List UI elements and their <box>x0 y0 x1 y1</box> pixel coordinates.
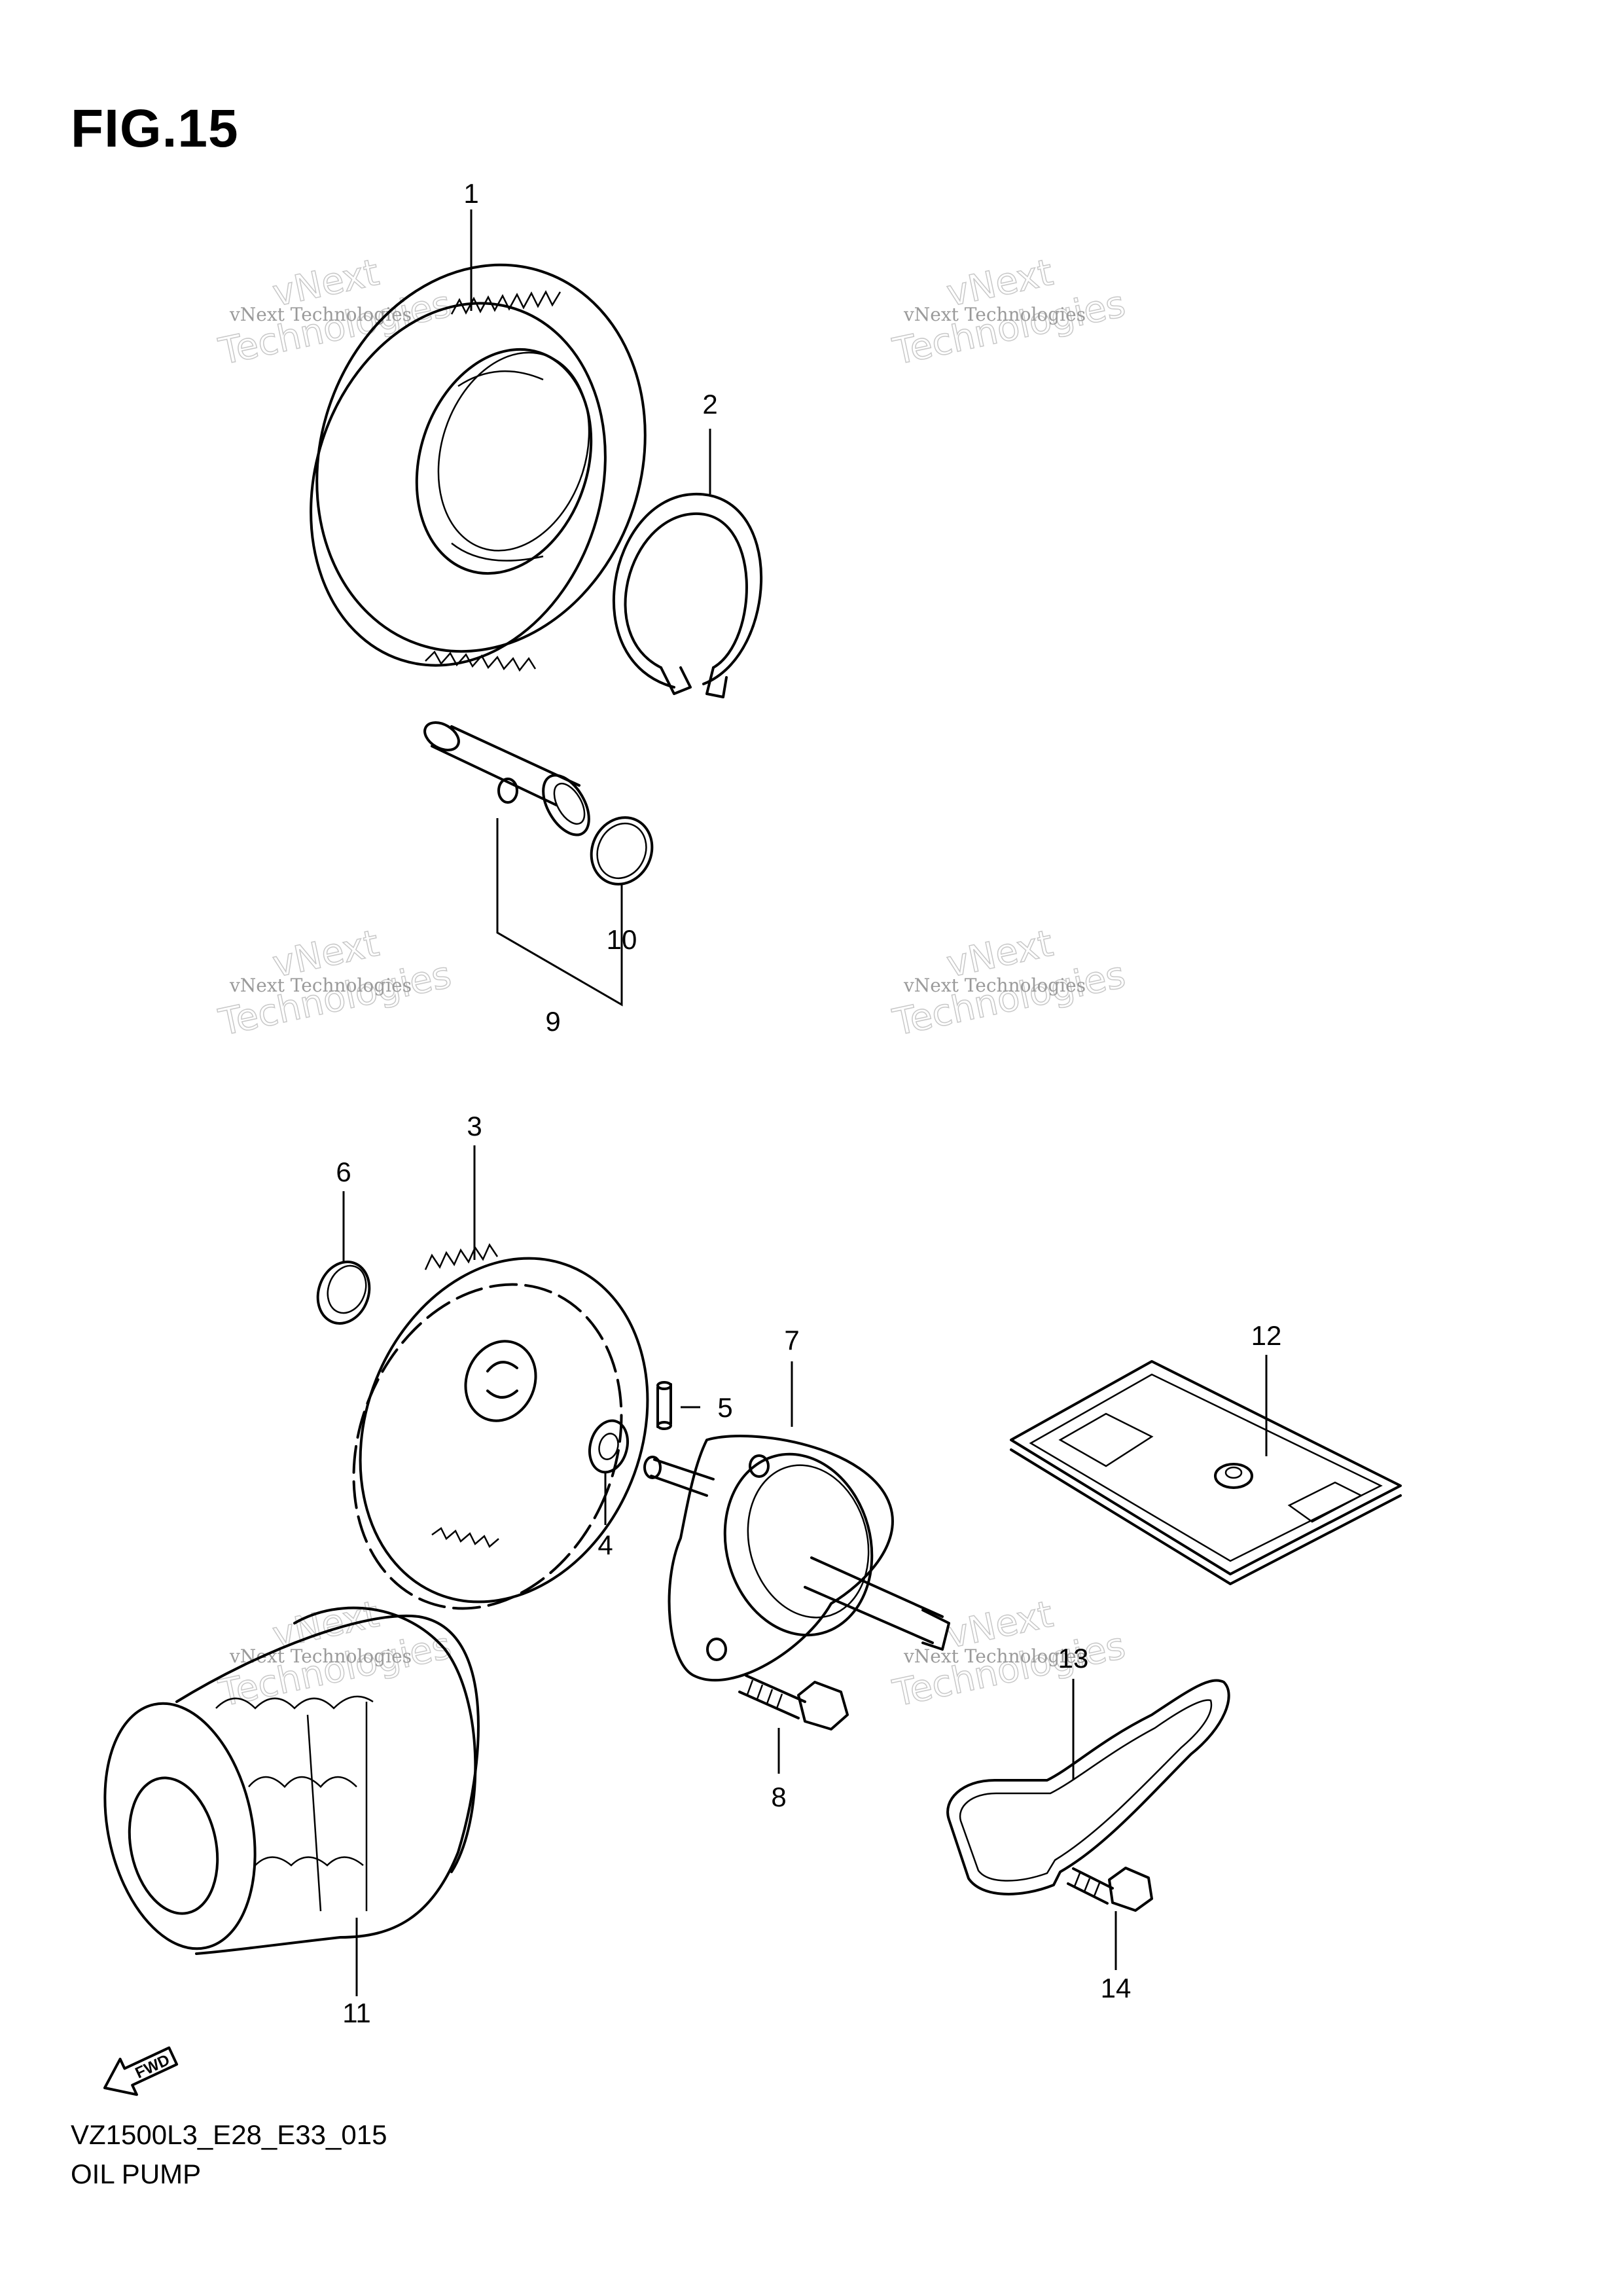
svg-text:vNext Technologies: vNext Technologies <box>229 975 412 996</box>
part-14-bolt <box>1067 1867 1153 1912</box>
part-11-oil-filter <box>103 1606 480 1955</box>
callout-14: 14 <box>1101 1973 1132 2003</box>
svg-text:vNext Technologies: vNext Technologies <box>229 1645 412 1667</box>
watermark: vNext Technologies vNext Technologies <box>889 1592 1130 1715</box>
part-6-snap-ring <box>316 1261 371 1325</box>
svg-text:vNext Technologies: vNext Technologies <box>903 304 1086 325</box>
callout-6: 6 <box>336 1157 351 1187</box>
part-9-shaft <box>423 721 590 836</box>
watermark: vNext Technologies vNext Technologies <box>889 922 1130 1045</box>
callout-10: 10 <box>607 924 637 955</box>
callout-1: 1 <box>463 178 478 209</box>
part-12-oil-strainer <box>1010 1360 1402 1585</box>
watermark: vNext Technologies vNext Technologies <box>215 922 455 1045</box>
part-8-bolt <box>738 1674 849 1731</box>
svg-text:vNext Technologies: vNext Technologies <box>903 1645 1086 1667</box>
model-code: VZ1500L3_E28_E33_015 <box>71 2119 387 2150</box>
figure-title: FIG.15 <box>71 99 239 158</box>
callout-5: 5 <box>717 1392 732 1423</box>
svg-text:vNext Technologies: vNext Technologies <box>903 975 1086 996</box>
watermark: vNext Technologies vNext Technologies <box>215 251 455 374</box>
callout-7: 7 <box>784 1325 799 1355</box>
watermarks: vNext Technologies vNext Technologies vN… <box>215 251 1130 1715</box>
watermark: vNext Technologies vNext Technologies <box>889 251 1130 374</box>
callout-2: 2 <box>702 389 717 420</box>
callout-3: 3 <box>467 1111 482 1141</box>
callout-13: 13 <box>1058 1643 1089 1674</box>
callout-labels: 1 2 3 4 5 6 7 8 9 10 11 12 13 14 <box>336 178 1281 2028</box>
part-4-washer <box>588 1419 629 1474</box>
part-5-pin <box>656 1381 672 1430</box>
part-13-gasket <box>946 1679 1230 1895</box>
part-3-drive-gear <box>352 1243 649 1610</box>
figure-name: OIL PUMP <box>71 2159 202 2189</box>
callout-8: 8 <box>771 1782 786 1812</box>
part-1-driven-gear <box>310 263 647 672</box>
watermark: vNext Technologies vNext Technologies <box>215 1592 455 1715</box>
part-7-oil-pump <box>643 1435 950 1682</box>
svg-text:vNext Technologies: vNext Technologies <box>229 304 412 325</box>
callout-9: 9 <box>545 1006 560 1037</box>
part-2-circlip <box>612 492 763 698</box>
callout-4: 4 <box>597 1530 613 1560</box>
leader-lines <box>342 209 1268 1996</box>
callout-12: 12 <box>1251 1320 1282 1351</box>
forward-direction-arrow: FWD <box>103 2046 179 2096</box>
callout-11: 11 <box>342 1998 371 2028</box>
part-10-o-ring <box>590 816 654 886</box>
